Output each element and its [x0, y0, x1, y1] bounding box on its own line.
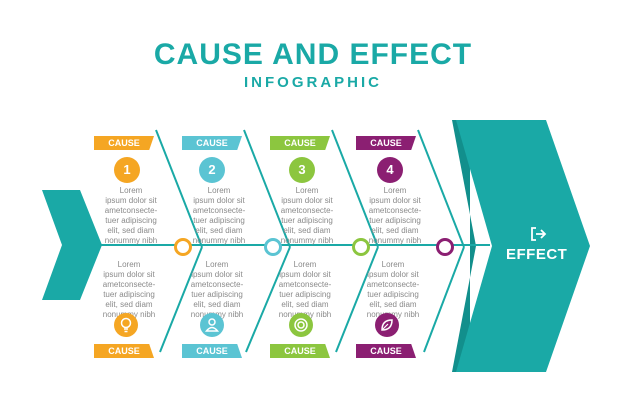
spine-node-3 — [352, 238, 370, 256]
cause-1-top-text: Lorem ipsum dolor sit ametconsecte- tuer… — [104, 186, 158, 245]
cause-3-top-label: CAUSE — [270, 136, 330, 150]
leaf-icon — [375, 313, 399, 337]
tail-chevron — [42, 190, 102, 300]
bone-4 — [417, 129, 465, 248]
cause-1-bottom-text: Lorem ipsum dolor sit ametconsecte- tuer… — [102, 260, 156, 319]
cause-1-number: 1 — [114, 157, 140, 183]
spine-node-2 — [264, 238, 282, 256]
cause-2-bottom-text: Lorem ipsum dolor sit ametconsecte- tuer… — [190, 260, 244, 319]
bone-2b — [245, 246, 291, 353]
cause-2-top-label: CAUSE — [182, 136, 242, 150]
cause-4-number: 4 — [377, 157, 403, 183]
cause-3-top-text: Lorem ipsum dolor sit ametconsecte- tuer… — [280, 186, 334, 245]
cause-4-bottom-text: Lorem ipsum dolor sit ametconsecte- tuer… — [366, 260, 420, 319]
cause-3-bottom-text: Lorem ipsum dolor sit ametconsecte- tuer… — [278, 260, 332, 319]
effect-chevron-shadow — [452, 120, 476, 372]
spine-node-1 — [174, 238, 192, 256]
target-icon — [289, 313, 313, 337]
bone-1b — [159, 246, 203, 353]
cause-4-top-text: Lorem ipsum dolor sit ametconsecte- tuer… — [368, 186, 422, 245]
cause-2-number: 2 — [199, 157, 225, 183]
cause-1-top-label: CAUSE — [94, 136, 154, 150]
cause-1-bottom-label: CAUSE — [94, 344, 154, 358]
exit-icon — [531, 227, 547, 241]
cause-4-top-label: CAUSE — [356, 136, 416, 150]
cause-2-bottom-label: CAUSE — [182, 344, 242, 358]
bone-2 — [243, 129, 291, 248]
user-icon — [200, 313, 224, 337]
page-title: CAUSE AND EFFECT — [153, 38, 473, 71]
bone-4b — [423, 246, 465, 353]
cause-3-number: 3 — [289, 157, 315, 183]
effect-chevron — [456, 120, 590, 372]
cause-2-top-text: Lorem ipsum dolor sit ametconsecte- tuer… — [192, 186, 246, 245]
page-subtitle: INFOGRAPHIC — [244, 74, 382, 91]
cause-3-bottom-label: CAUSE — [270, 344, 330, 358]
cause-4-bottom-label: CAUSE — [356, 344, 416, 358]
bone-1 — [155, 129, 203, 248]
spine-node-4 — [436, 238, 454, 256]
bone-3b — [335, 246, 379, 353]
bone-3 — [331, 129, 379, 248]
lightbulb-icon — [114, 313, 138, 337]
effect-label: EFFECT — [506, 246, 568, 263]
